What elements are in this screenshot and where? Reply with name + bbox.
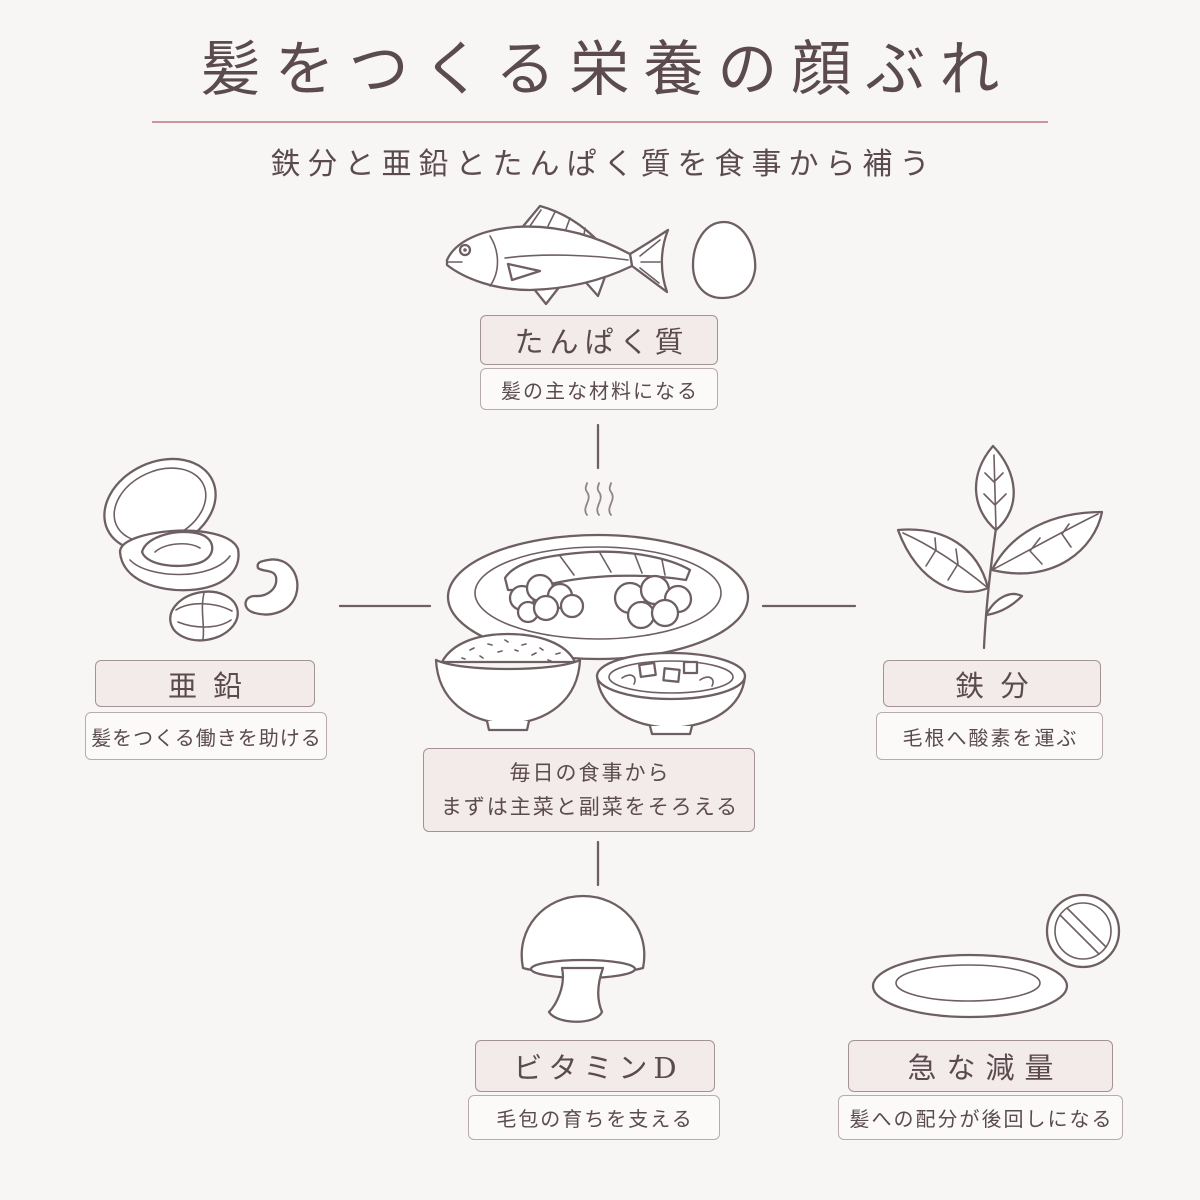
vitamin-d-description: 毛包の育ちを支える	[468, 1095, 720, 1140]
rice-grains	[461, 639, 561, 662]
rice-bowl-body	[434, 658, 582, 726]
greens	[508, 573, 585, 624]
plate-well	[474, 546, 722, 640]
leaves-icon	[896, 444, 1104, 650]
steam-wisp	[608, 482, 614, 516]
rice-mound	[440, 632, 577, 664]
prohibition-icon	[1045, 893, 1121, 969]
leaf-right-veins	[991, 513, 1099, 571]
zinc-description: 髪をつくる働きを助ける	[85, 712, 327, 760]
iron-description: 毛根へ酸素を運ぶ	[876, 712, 1103, 760]
leaf-bud	[984, 592, 1024, 617]
empty-plate-well	[895, 964, 1041, 1002]
soup-bowl-foot	[648, 724, 694, 736]
tofu-cube	[638, 661, 657, 679]
page-subtitle: 鉄分と亜鉛とたんぱく質を食事から補う	[270, 147, 937, 182]
fish-tail-rays	[639, 239, 661, 284]
walnut-texture	[175, 592, 233, 640]
clam-meat	[140, 530, 214, 568]
leaf-stem	[982, 526, 998, 650]
center-message-line-1: 毎日の食事から	[509, 761, 671, 785]
prohibition-ring-inner	[1054, 902, 1112, 960]
rice-bowl-icon	[434, 632, 582, 732]
salmon-stripes	[559, 552, 666, 576]
tofu-cube	[662, 667, 681, 683]
center-message-line-2: まずは主菜と副菜をそろえる	[440, 795, 740, 819]
fish-pupil	[463, 248, 467, 252]
clam-meat-fold	[154, 543, 201, 553]
fish-fin-rays	[529, 209, 586, 236]
fish-icon	[445, 204, 670, 306]
clam-icon	[103, 457, 240, 592]
fish-gill	[489, 235, 499, 287]
steam-icon	[584, 482, 614, 516]
mushroom-icon	[520, 894, 646, 1023]
fish-pectoral-fin	[506, 262, 542, 282]
crash-diet-label: 急な減量	[848, 1040, 1113, 1092]
egg-icon	[691, 220, 757, 300]
iron-label: 鉄分	[883, 660, 1101, 707]
prohibition-ring	[1045, 893, 1121, 969]
soup-surface	[608, 660, 734, 694]
page-title: 髪をつくる栄養の顔ぶれ	[200, 35, 1014, 105]
crash-diet-description: 髪への配分が後回しになる	[838, 1095, 1123, 1140]
wakame	[621, 674, 714, 687]
empty-plate-icon	[871, 953, 1069, 1019]
main-dish-plate-icon	[446, 533, 750, 661]
leaf-top-veins	[983, 454, 1007, 531]
protein-description: 髪の主な材料になる	[480, 368, 718, 410]
leaf-left	[896, 528, 990, 593]
walnut-shell	[169, 590, 239, 642]
fish-tail	[628, 228, 670, 294]
rice-bowl-foot	[485, 719, 531, 732]
vitamin-d-label: ビタミンD	[475, 1040, 715, 1092]
zinc-label: 亜鉛	[95, 660, 315, 707]
title-divider	[152, 121, 1048, 123]
greens-floret	[559, 593, 585, 619]
walnut-icon	[169, 590, 239, 642]
greens-floret	[532, 594, 560, 622]
leaf-left-veins	[902, 532, 989, 589]
soup-bowl-icon	[595, 651, 747, 736]
center-message-box: 毎日の食事から まずは主菜と副菜をそろえる	[423, 748, 755, 832]
meatball	[626, 600, 656, 630]
steam-wisp	[584, 482, 590, 516]
protein-label: たんぱく質	[480, 315, 718, 365]
meatball	[650, 598, 680, 628]
steam-wisp	[596, 482, 602, 516]
cashew-icon	[244, 558, 299, 616]
fish-lateral-line	[504, 254, 629, 261]
clam-lower-shell-ridge	[129, 555, 231, 576]
prohibition-slash	[1059, 907, 1107, 955]
leaf-right	[990, 510, 1104, 575]
meatballs	[613, 574, 693, 630]
mushroom-stem	[547, 966, 605, 1023]
tofu-cube	[682, 660, 699, 675]
